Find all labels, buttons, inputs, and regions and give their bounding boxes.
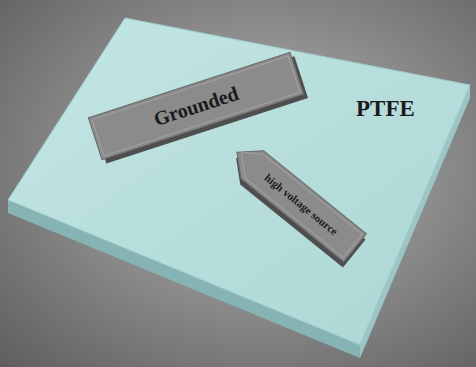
- electrode-top: [226, 138, 367, 262]
- material-label: PTFE: [356, 96, 415, 122]
- electrode-top: [88, 52, 303, 159]
- slab-top: [8, 18, 470, 345]
- electrode-bevel: [230, 142, 362, 257]
- electrode-bevel: [92, 56, 300, 156]
